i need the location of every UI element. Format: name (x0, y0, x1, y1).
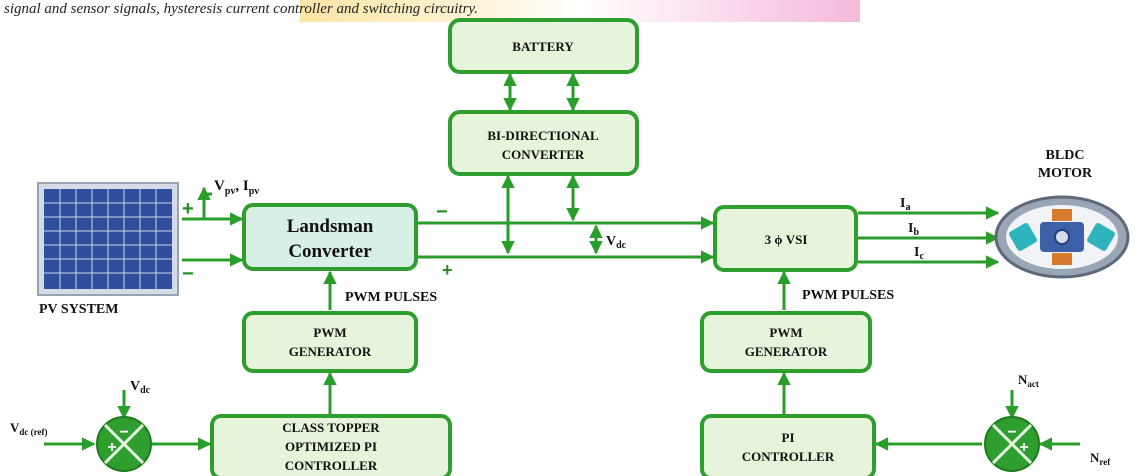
vpv-ipv-label: Vpv, Ipv (214, 178, 259, 197)
summer-left: − + (96, 416, 152, 472)
summer-left-plus: + (107, 439, 116, 456)
landsman-label-line2: Converter (288, 241, 372, 262)
bus-plus-sign: + (442, 260, 453, 280)
ctopi-label-line1: CLASS TOPPER (282, 420, 380, 435)
pwm-right-label-line2: GENERATOR (745, 344, 828, 359)
bldc-motor-icon (994, 195, 1130, 279)
top-text-strip: signal and sensor signals, hysteresis cu… (0, 0, 1139, 22)
nref-label: Nref (1090, 450, 1111, 467)
bus-minus-sign: − (436, 201, 448, 223)
pi-label-line1: PI (782, 430, 795, 445)
pv-plus-sign: + (182, 198, 194, 220)
nact-label: Nact (1018, 372, 1039, 389)
ib-label: Ib (908, 221, 919, 238)
vdc-left-label: Vdc (130, 379, 151, 396)
summer-right-minus: − (1007, 424, 1016, 441)
ctopi-label-line3: CONTROLLER (285, 458, 378, 473)
header-text: signal and sensor signals, hysteresis cu… (4, 1, 479, 17)
landsman-converter-block: Landsman Converter (242, 203, 418, 271)
vsi-label: 3 ϕ VSI (765, 232, 808, 247)
pwm-right-label-line1: PWM (769, 325, 802, 340)
pwm-pulses-left-label: PWM PULSES (345, 290, 437, 305)
pwm-left-label-line2: GENERATOR (289, 344, 372, 359)
watermark-band (300, 0, 860, 22)
summer-right: − + (984, 416, 1040, 472)
pwm-left-label-line1: PWM (313, 325, 346, 340)
ia-label: Ia (900, 196, 910, 213)
pi-label-line2: CONTROLLER (742, 449, 835, 464)
battery-label: BATTERY (512, 39, 574, 54)
battery-block: BATTERY (448, 18, 639, 74)
summer-left-minus: − (119, 424, 128, 441)
landsman-label-line1: Landsman (287, 216, 374, 237)
vsi-block: 3 ϕ VSI (713, 205, 858, 272)
ic-label: Ic (914, 245, 924, 262)
pv-panel-icon (37, 182, 179, 296)
summer-right-plus: + (1019, 439, 1028, 456)
pwm-generator-right-block: PWM GENERATOR (700, 311, 872, 373)
pv-system-label: PV SYSTEM (39, 302, 118, 317)
bidirectional-label-line2: CONVERTER (502, 147, 585, 162)
pwm-generator-left-block: PWM GENERATOR (242, 311, 418, 373)
bldc-label-line1: BLDC (1046, 148, 1085, 163)
bidirectional-converter-block: BI-DIRECTIONAL CONVERTER (448, 110, 639, 176)
pwm-pulses-right-label: PWM PULSES (802, 288, 894, 303)
pi-controller-block: PI CONTROLLER (700, 414, 876, 476)
vdc-bus-label: Vdc (606, 234, 627, 251)
ctopi-label-line2: OPTIMIZED PI (285, 439, 377, 454)
vdc-ref-label: Vdc (ref) (10, 420, 47, 437)
bldc-label-line2: MOTOR (1038, 166, 1093, 181)
bidirectional-label-line1: BI-DIRECTIONAL (487, 128, 599, 143)
class-topper-pi-block: CLASS TOPPER OPTIMIZED PI CONTROLLER (210, 414, 452, 476)
pv-minus-sign: − (182, 263, 194, 285)
